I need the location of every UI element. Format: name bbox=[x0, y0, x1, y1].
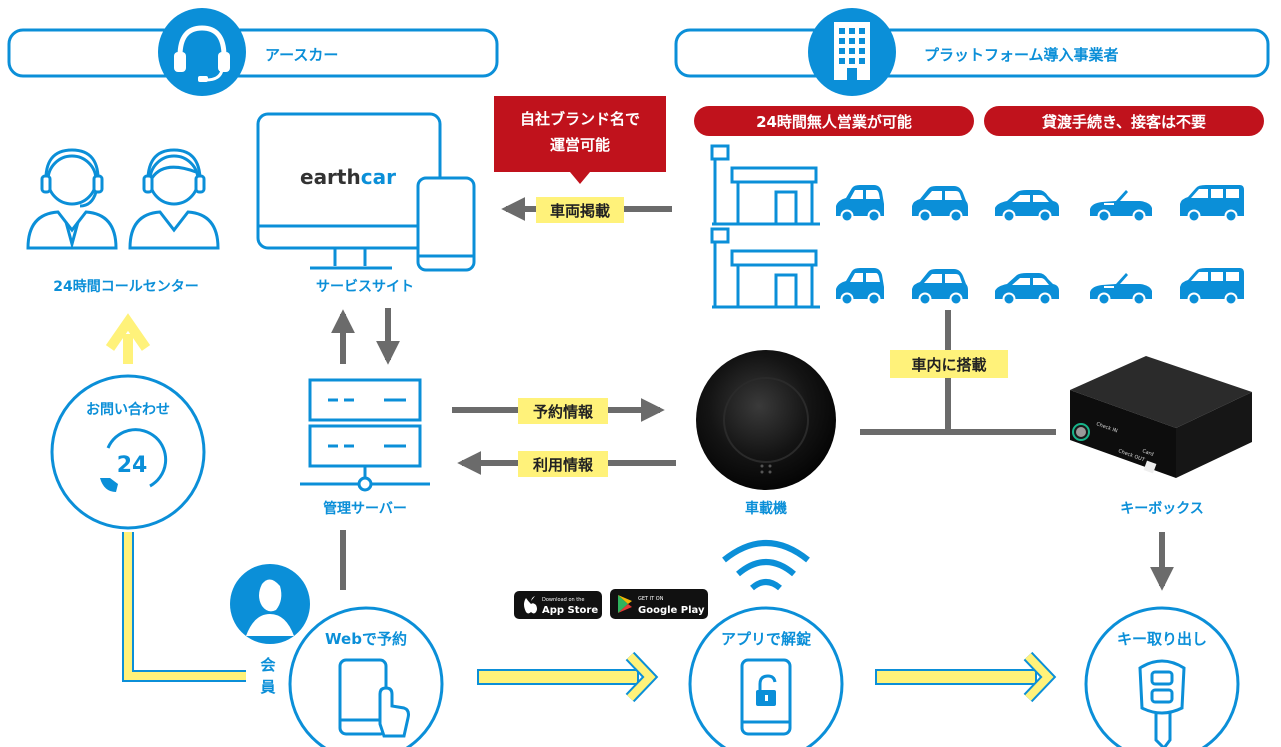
badge-24h: 24時間無人営業が可能 bbox=[694, 106, 974, 136]
phone-24h-icon bbox=[106, 428, 168, 488]
member-label-1: 会 bbox=[260, 656, 275, 674]
step3-title: キー取り出し bbox=[1117, 630, 1207, 648]
step2-title: アプリで解錠 bbox=[721, 630, 811, 648]
car-icon bbox=[1180, 185, 1244, 223]
car-row-2 bbox=[836, 268, 1244, 307]
google-play-badge[interactable]: GET IT ON Google Play bbox=[610, 589, 708, 619]
phone-unlock-icon bbox=[740, 658, 792, 736]
listing-label-bg bbox=[536, 197, 624, 223]
reservation-label: 予約情報 bbox=[533, 403, 594, 421]
header-left-title: アースカー bbox=[265, 46, 338, 64]
car-icon bbox=[1180, 268, 1244, 306]
keybox-caption: キーボックス bbox=[1120, 501, 1204, 517]
inquiry-circle: お問い合わせ 24 bbox=[50, 374, 206, 530]
onboard-caption: 車載機 bbox=[745, 500, 787, 517]
google-play-icon bbox=[618, 595, 628, 613]
badge-no-staff: 貸渡手続き、接客は不要 bbox=[984, 106, 1264, 136]
app-store-badge[interactable]: Download on the App Store bbox=[514, 591, 602, 619]
car-icon bbox=[995, 190, 1059, 223]
step1-to-step2-arrow bbox=[477, 651, 659, 703]
building-icon bbox=[808, 8, 896, 96]
installed-label-bg bbox=[890, 350, 1008, 378]
car-icon bbox=[836, 268, 884, 306]
google-big: Google Play bbox=[638, 605, 705, 616]
keybox-device: Check IN Check OUT Card bbox=[1070, 356, 1252, 478]
usage-label: 利用情報 bbox=[533, 456, 594, 474]
reservation-label-bg bbox=[518, 398, 608, 424]
header-right-bar: プラットフォーム導入事業者 bbox=[674, 28, 1270, 78]
member-avatar bbox=[230, 564, 310, 644]
car-icon bbox=[995, 273, 1059, 306]
step2-to-step3-arrow bbox=[875, 651, 1057, 703]
call-center-agents bbox=[26, 148, 220, 250]
header-right-title: プラットフォーム導入事業者 bbox=[924, 46, 1119, 64]
car-icon bbox=[1089, 272, 1153, 307]
header-left-bar: アースカー bbox=[7, 28, 499, 78]
brand-callout-line2: 運営可能 bbox=[550, 136, 610, 154]
inquiry-number: 24 bbox=[117, 453, 148, 478]
usage-label-bg bbox=[518, 451, 608, 477]
onboard-device bbox=[696, 350, 836, 490]
inquiry-up-chevron bbox=[105, 313, 151, 364]
badge-no-staff-text: 貸渡手続き、接客は不要 bbox=[1042, 113, 1206, 131]
store-icon bbox=[710, 227, 822, 309]
step-app-unlock: アプリで解錠 bbox=[688, 606, 844, 747]
monitor-icon bbox=[256, 112, 442, 270]
wifi-icon bbox=[722, 540, 810, 591]
brand-callout: 自社ブランド名で 運営可能 bbox=[494, 96, 666, 184]
server-icon bbox=[300, 378, 430, 492]
car-icon bbox=[912, 186, 968, 223]
member-label-2: 員 bbox=[259, 678, 275, 696]
headset-icon bbox=[158, 8, 246, 96]
badge-24h-text: 24時間無人営業が可能 bbox=[756, 113, 912, 131]
service-site-caption: サービスサイト bbox=[316, 279, 414, 295]
phone-tap-icon bbox=[338, 658, 410, 738]
car-key-icon bbox=[1138, 659, 1186, 747]
app-store-big: App Store bbox=[542, 605, 598, 616]
logo-earth: earth bbox=[300, 165, 361, 189]
smartphone-icon bbox=[416, 176, 476, 272]
member-to-inquiry-path bbox=[124, 532, 246, 680]
step-web-reserve: Webで予約 bbox=[288, 606, 444, 747]
call-center-caption: 24時間コールセンター bbox=[53, 278, 198, 295]
step-take-key: キー取り出し bbox=[1084, 606, 1240, 747]
installed-label: 車内に搭載 bbox=[911, 356, 986, 374]
listing-label: 車両掲載 bbox=[550, 202, 610, 220]
step1-title: Webで予約 bbox=[325, 630, 407, 648]
inquiry-title: お問い合わせ bbox=[86, 401, 170, 418]
store-icon bbox=[710, 144, 822, 226]
car-row-1 bbox=[836, 185, 1244, 224]
car-icon bbox=[1089, 189, 1153, 224]
google-small: GET IT ON bbox=[638, 596, 664, 602]
car-icon bbox=[836, 185, 884, 223]
keybox-card: Card bbox=[1141, 448, 1154, 458]
logo-car: car bbox=[361, 165, 396, 189]
earthcar-logo: earthcar bbox=[300, 165, 396, 189]
brand-callout-line1: 自社ブランド名で bbox=[520, 110, 640, 128]
server-caption: 管理サーバー bbox=[323, 500, 407, 517]
app-store-small: Download on the bbox=[542, 597, 584, 603]
apple-icon bbox=[524, 596, 537, 614]
car-icon bbox=[912, 269, 968, 306]
